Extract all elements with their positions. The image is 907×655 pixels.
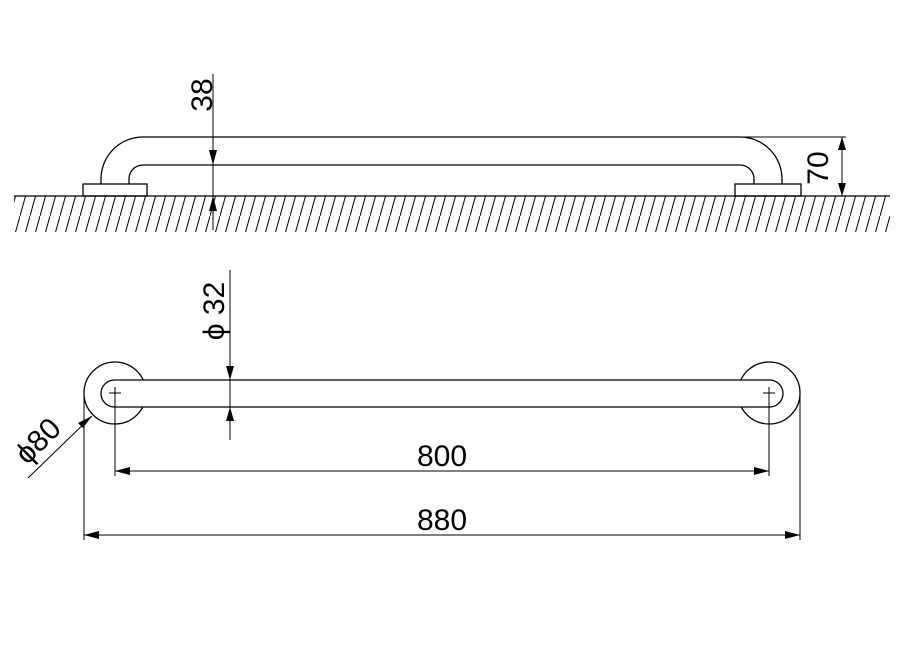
flange-diameter-label: ϕ80	[9, 412, 68, 471]
tube-diameter-arrow-top	[226, 366, 234, 380]
clearance-dim-label: 38	[186, 78, 219, 111]
projection-arrow-bottom	[838, 183, 846, 196]
wall-hatching	[14, 196, 890, 232]
side-view: 38 70	[14, 74, 890, 232]
tube-diameter-arrow-bottom	[226, 407, 234, 421]
front-view: ϕ 32 ϕ80 800 880	[9, 270, 801, 540]
overall-length-arrow-left	[84, 531, 99, 539]
center-distance-label: 800	[417, 440, 467, 473]
projection-dim-label: 70	[802, 151, 835, 184]
right-flange-side	[734, 183, 802, 197]
overall-length-arrow-right	[785, 531, 800, 539]
center-distance-arrow-right	[754, 467, 769, 475]
overall-length-label: 880	[417, 504, 467, 537]
tube-body-front	[100, 379, 784, 408]
projection-arrow-top	[838, 137, 846, 150]
flange-diameter-leader	[27, 415, 93, 479]
flange-diameter-arrow	[78, 416, 92, 428]
tube-outer-edge	[100, 136, 783, 184]
clearance-arrow-top	[209, 150, 217, 165]
clearance-arrow-bottom	[209, 196, 217, 211]
tube-inner-edge	[128, 164, 755, 184]
left-flange-side	[82, 183, 148, 197]
center-distance-arrow-left	[115, 467, 130, 475]
tube-diameter-label: ϕ 32	[198, 282, 231, 341]
